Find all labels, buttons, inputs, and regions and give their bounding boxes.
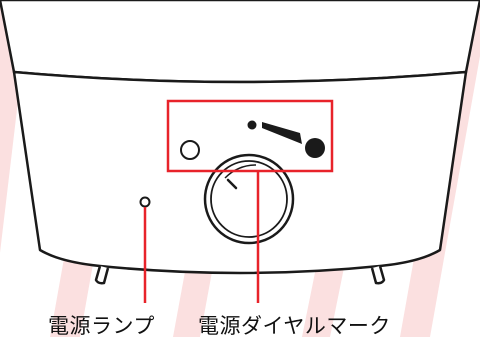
- dial-indicator-mark: [226, 178, 238, 190]
- dial-mark-highlight-box: [166, 99, 334, 173]
- power-lamp: [139, 196, 151, 208]
- power-dial-mark-label: 電源ダイヤルマーク: [198, 314, 391, 338]
- power-lamp-label: 電源ランプ: [48, 314, 155, 338]
- power-range-ramp-icon: [247, 120, 325, 158]
- body-top-rim: [0, 0, 480, 84]
- off-circle-icon: [180, 140, 200, 160]
- base-foot-right: [370, 265, 386, 285]
- base-foot-left: [94, 265, 110, 285]
- power-dial[interactable]: [203, 153, 295, 245]
